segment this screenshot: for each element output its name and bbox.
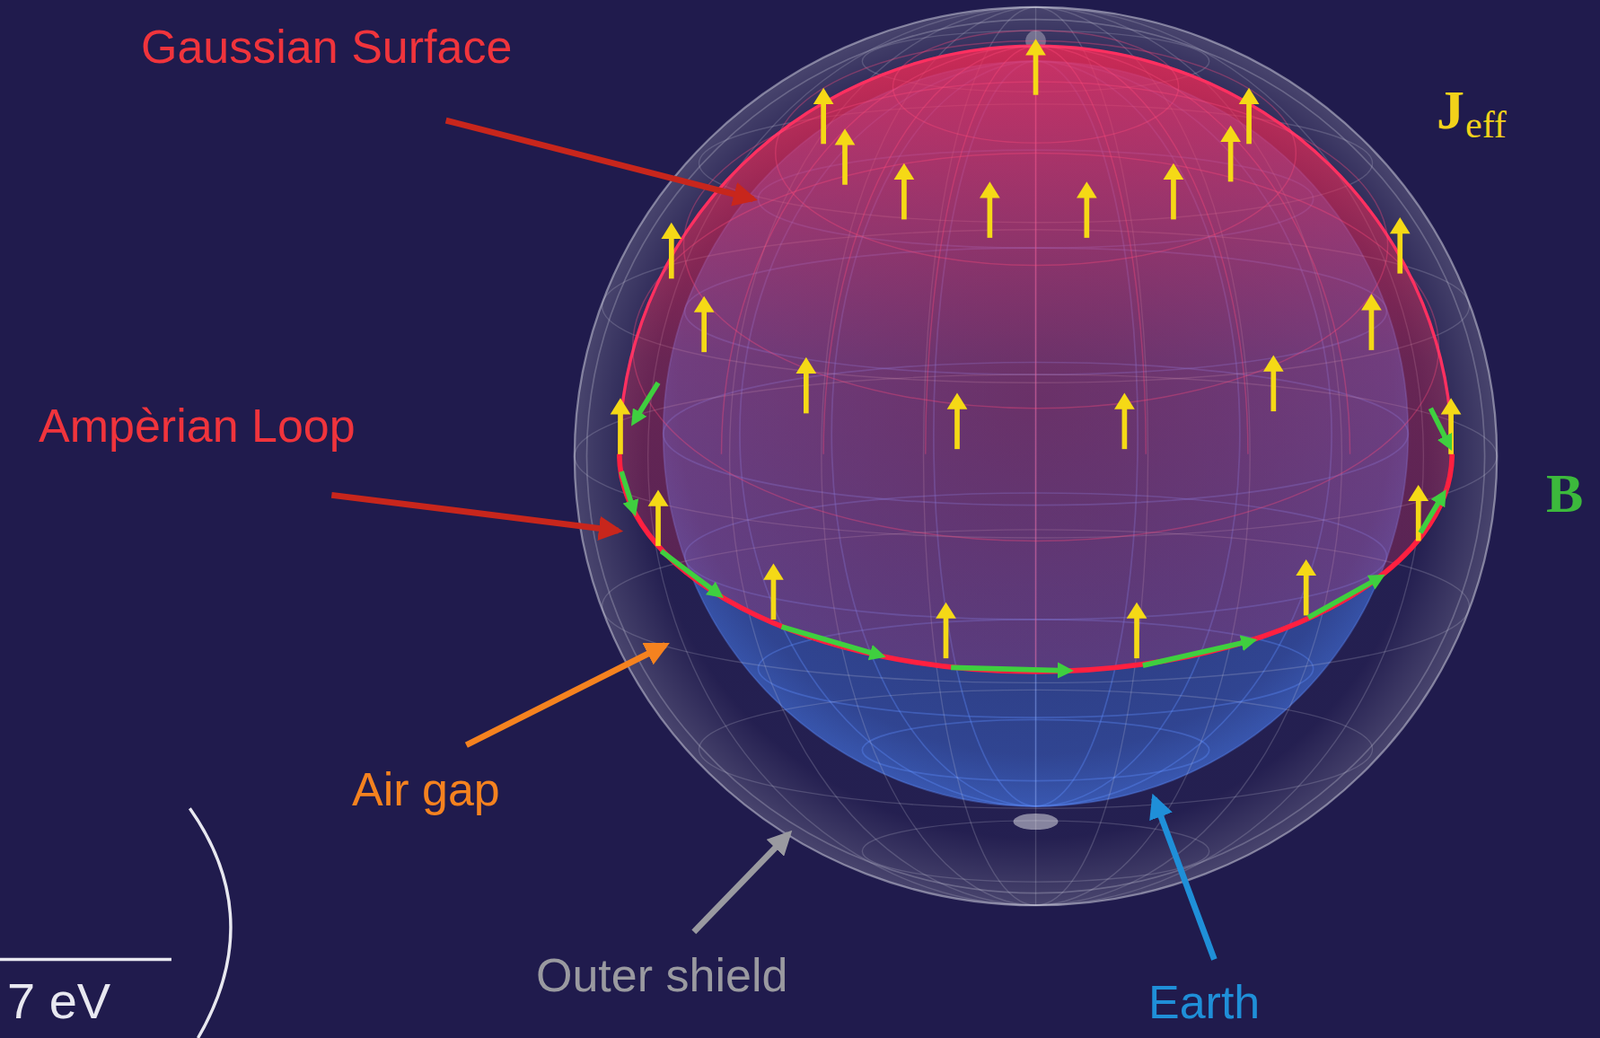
current-arrows — [610, 38, 1462, 659]
loop-label: Ampèrian Loop — [38, 400, 356, 452]
current-symbol: J — [1436, 79, 1465, 141]
shield-label: Outer shield — [536, 949, 788, 1002]
field-symbol: B — [1546, 462, 1583, 524]
formula-text: 7 eV — [7, 973, 111, 1029]
gaussian-dome — [619, 30, 1452, 672]
outer-shield-sphere — [574, 7, 1497, 906]
gap-label: Air gap — [351, 764, 501, 816]
current-subscript: eff — [1465, 104, 1507, 146]
formula-fragment — [0, 808, 231, 1038]
leader-lines — [331, 120, 1214, 959]
surface-label: Gaussian Surface — [140, 21, 512, 73]
earth-label: Earth — [1148, 976, 1260, 1029]
field-arrows — [621, 382, 1450, 671]
